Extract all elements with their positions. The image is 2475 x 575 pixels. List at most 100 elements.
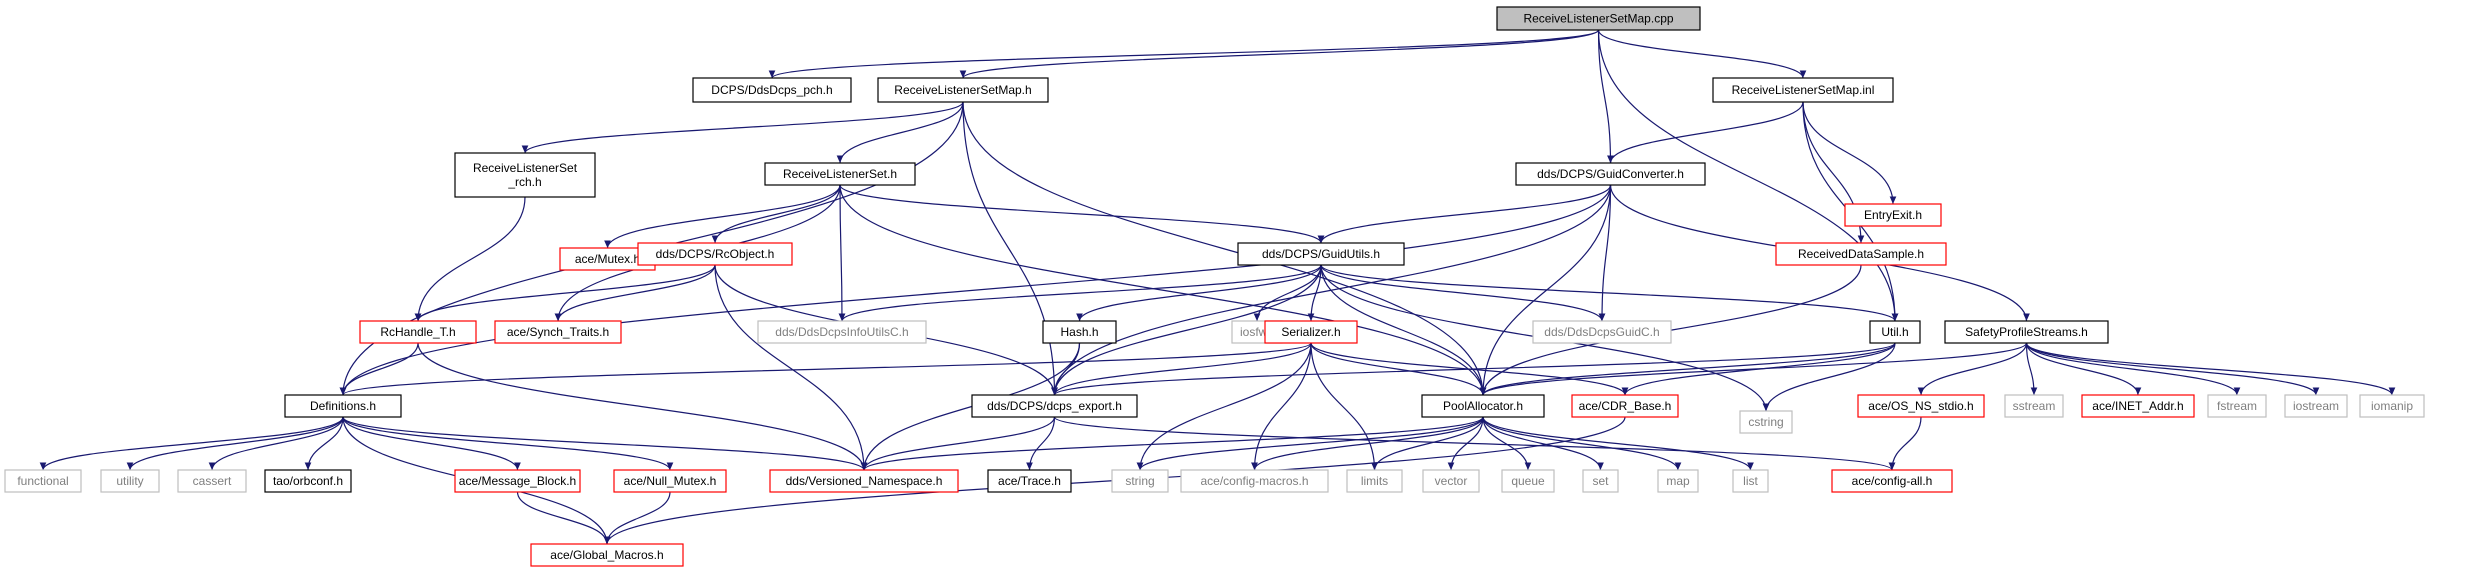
node-cstring[interactable]: cstring <box>1739 410 1793 434</box>
node-guidconv[interactable]: dds/DCPS/GuidConverter.h <box>1515 162 1706 186</box>
edge-guidconv-to-guidutils <box>1317 184 1612 244</box>
node-box <box>2207 394 2267 418</box>
node-label: functional <box>17 474 68 488</box>
node-cassert[interactable]: cassert <box>177 469 247 493</box>
node-osns[interactable]: ace/OS_NS_stdio.h <box>1857 394 1985 418</box>
node-rds[interactable]: ReceivedDataSample.h <box>1775 242 1947 266</box>
edge-poolalloc-to-map <box>1482 416 1682 471</box>
node-label: tao/orbconf.h <box>273 474 343 488</box>
node-versioned[interactable]: dds/Versioned_Namespace.h <box>769 469 959 493</box>
node-limits[interactable]: limits <box>1346 469 1403 493</box>
node-guidc[interactable]: dds/DdsDcpsGuidC.h <box>1532 320 1672 344</box>
node-label: list <box>1743 474 1758 488</box>
node-rlsm_inl[interactable]: ReceiveListenerSetMap.inl <box>1712 77 1894 103</box>
node-box <box>2359 394 2425 418</box>
node-rcobject[interactable]: dds/DCPS/RcObject.h <box>637 242 793 266</box>
node-sps[interactable]: SafetyProfileStreams.h <box>1944 320 2109 344</box>
node-utility[interactable]: utility <box>100 469 160 493</box>
node-box <box>1712 77 1894 103</box>
edge-poolalloc-to-list <box>1482 416 1754 471</box>
node-vector[interactable]: vector <box>1422 469 1480 493</box>
node-queue[interactable]: queue <box>1501 469 1555 493</box>
edge-poolalloc-to-string <box>1136 416 1484 471</box>
node-util[interactable]: Util.h <box>1869 320 1921 344</box>
node-dcpsexport[interactable]: dds/DCPS/dcps_export.h <box>971 394 1138 418</box>
node-cpp[interactable]: ReceiveListenerSetMap.cpp <box>1496 6 1701 31</box>
edge-guidutils-to-dcpsexport <box>1051 264 1322 396</box>
node-functional[interactable]: functional <box>4 469 82 493</box>
edge-guidutils-to-poolalloc <box>1320 264 1487 396</box>
edge-rls_h-to-infoutils <box>838 184 846 322</box>
node-label: cstring <box>1748 415 1783 429</box>
node-msgblock[interactable]: ace/Message_Block.h <box>454 469 581 493</box>
node-iostream[interactable]: iostream <box>2284 394 2348 418</box>
node-label: iomanip <box>2371 399 2413 413</box>
node-rlsm_h[interactable]: ReceiveListenerSetMap.h <box>877 77 1049 103</box>
node-label: vector <box>1435 474 1468 488</box>
node-label: ReceiveListenerSetMap.inl <box>1732 83 1875 97</box>
node-serializer[interactable]: Serializer.h <box>1264 320 1358 344</box>
edge-sps-to-sstream <box>2025 342 2038 396</box>
node-globalmacros[interactable]: ace/Global_Macros.h <box>530 543 684 567</box>
node-set[interactable]: set <box>1582 469 1619 493</box>
node-orbconf[interactable]: tao/orbconf.h <box>264 469 352 493</box>
node-label: cassert <box>193 474 232 488</box>
node-box <box>1775 242 1947 266</box>
edge-rls_h-to-mutex <box>604 184 841 249</box>
edge-cpp-to-guidconv <box>1597 29 1614 164</box>
node-infoutils[interactable]: dds/DdsDcpsInfoUtilsC.h <box>757 320 927 344</box>
node-label: ace/config-macros.h <box>1200 474 1308 488</box>
node-inetaddr[interactable]: ace/INET_Addr.h <box>2081 394 2195 418</box>
edge-cpp-to-rlsm_h <box>959 29 1600 79</box>
edge-serializer-to-string <box>1136 342 1312 471</box>
node-poolalloc[interactable]: PoolAllocator.h <box>1421 394 1545 418</box>
node-configall[interactable]: ace/config-all.h <box>1831 469 1953 493</box>
node-cdrbase[interactable]: ace/CDR_Base.h <box>1571 394 1679 418</box>
node-box <box>1857 394 1985 418</box>
edge-guidutils-to-guidc <box>1320 264 1606 322</box>
node-box <box>1869 320 1921 344</box>
node-label: ace/Global_Macros.h <box>550 548 663 562</box>
node-definitions[interactable]: Definitions.h <box>284 394 402 418</box>
node-pch[interactable]: DCPS/DdsDcps_pch.h <box>692 77 852 103</box>
node-hash[interactable]: Hash.h <box>1042 320 1117 344</box>
node-label: ReceiveListenerSet <box>473 161 578 175</box>
node-nullmutex[interactable]: ace/Null_Mutex.h <box>613 469 727 493</box>
node-rls_rch[interactable]: ReceiveListenerSet_rch.h <box>454 152 596 198</box>
node-configmacros[interactable]: ace/config-macros.h <box>1180 469 1329 493</box>
node-box <box>530 543 684 567</box>
node-list[interactable]: list <box>1732 469 1769 493</box>
node-string[interactable]: string <box>1111 469 1169 493</box>
edge-util-to-cstring <box>1762 342 1896 412</box>
node-rls_h[interactable]: ReceiveListenerSet.h <box>764 162 916 186</box>
edge-rlsm_h-to-poolalloc <box>962 101 1487 396</box>
edge-guidconv-to-definitions <box>339 184 1612 396</box>
edge-poolalloc-to-configmacros <box>1251 416 1484 471</box>
node-box <box>1831 469 1953 493</box>
node-entryexit[interactable]: EntryExit.h <box>1844 203 1942 227</box>
node-rchandle[interactable]: RcHandle_T.h <box>359 320 477 344</box>
edge-dcpsexport-to-versioned <box>860 416 1056 471</box>
node-synch[interactable]: ace/Synch_Traits.h <box>494 320 622 344</box>
node-sstream[interactable]: sstream <box>2004 394 2064 418</box>
node-trace[interactable]: ace/Trace.h <box>987 469 1072 493</box>
node-map[interactable]: map <box>1657 469 1699 493</box>
node-mutex[interactable]: ace/Mutex.h <box>559 247 656 271</box>
node-label: fstream <box>2217 399 2257 413</box>
edge-guidutils-to-iosfwd <box>1253 264 1322 322</box>
node-box <box>1422 469 1480 493</box>
edge-guidutils-to-infoutils <box>838 264 1322 322</box>
edge-dcpsexport-to-configall <box>1053 416 1896 471</box>
node-label: ReceiveListenerSetMap.cpp <box>1523 12 1673 26</box>
edge-rls_h-to-rcobject <box>711 184 841 244</box>
edge-sps-to-iostream <box>2025 342 2320 396</box>
node-label: SafetyProfileStreams.h <box>1965 325 2088 339</box>
node-iomanip[interactable]: iomanip <box>2359 394 2425 418</box>
edge-definitions-to-versioned <box>342 416 868 471</box>
node-box <box>987 469 1072 493</box>
edge-serializer-to-poolalloc <box>1310 342 1487 396</box>
node-guidutils[interactable]: dds/DCPS/GuidUtils.h <box>1237 242 1405 266</box>
node-label: EntryExit.h <box>1864 208 1922 222</box>
node-fstream[interactable]: fstream <box>2207 394 2267 418</box>
node-label: _rch.h <box>507 175 541 189</box>
